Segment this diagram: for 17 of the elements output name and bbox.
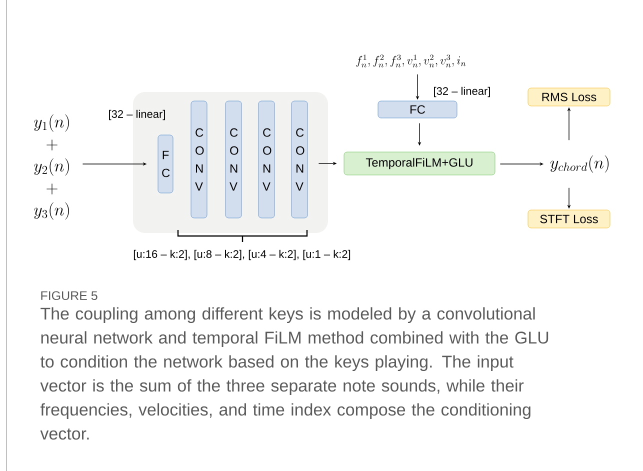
conditioning-formula: $f_n^1, f_n^2, f_n^3, v_n^1, v_n^2, v_n^3, i_n$ (356, 54, 466, 68)
output-formula: $y_{chord}(n)$ (550, 155, 609, 173)
layer-annotation: [32 – linear] (109, 110, 165, 120)
conv-layer-box: C O N V (225, 100, 242, 218)
film-glu-box: TemporalFiLM+GLU (344, 152, 496, 176)
input-formula: $y_1(n)$ $+$ $y_2(n)$ $+$ $y_3(n)$ (34, 114, 69, 220)
caption: The coupling among different keys is modeled by a convolutional neural network and temporal FiLM method combined with the GLU to condition the network based on the keys playing. The input vector is the sum of the three separate note sounds, while their frequencies, velocities, and time index compose the conditioning vector. (40, 307, 548, 440)
conv-layer-box: C O N V (190, 100, 208, 218)
fc-layer-box: FC (378, 100, 458, 118)
loss-box: STFT Loss (528, 210, 610, 228)
figure-number: FIGURE 5 (41, 291, 98, 300)
edge-label: [32 – linear] (434, 86, 490, 98)
fc-layer-box: F C (158, 134, 174, 194)
conv-layer-box: C O N V (291, 100, 308, 218)
conv-layer-box: C O N V (258, 100, 275, 218)
layer-annotation: [u:16 – k:2], [u:8 – k:2], [u:4 – k:2], [u:1 – k:2] (134, 250, 350, 260)
loss-box: RMS Loss (528, 88, 610, 106)
